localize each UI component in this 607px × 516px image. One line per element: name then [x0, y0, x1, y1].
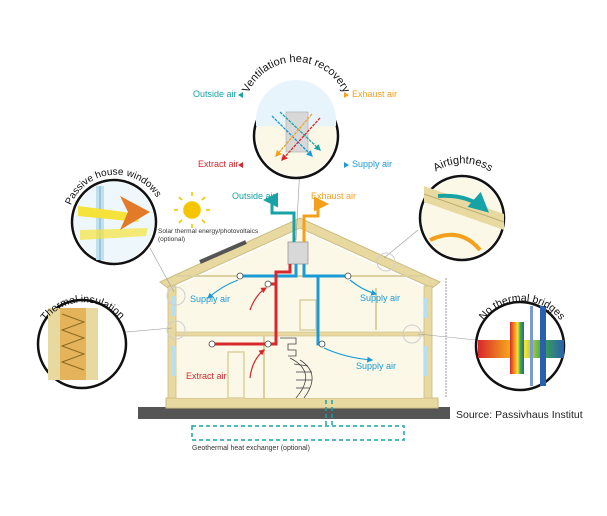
label-roof-outside-air: Outside air — [232, 191, 276, 201]
staircase — [280, 337, 313, 399]
callout-airtightness — [418, 174, 506, 262]
callout-no-thermal-bridges — [474, 300, 566, 392]
label-vent-exhaust-air: Exhaust air — [352, 89, 398, 99]
callout-thermal-insulation — [36, 298, 128, 390]
flow-supply-lower-right — [323, 347, 374, 363]
callout-passive-house-windows — [70, 178, 158, 266]
label-vent-outside-air: Outside air — [193, 89, 237, 99]
ground-line — [138, 407, 450, 419]
flow-supply-upper-left — [207, 279, 239, 299]
label-source: Source: Passivhaus Institut — [456, 409, 583, 421]
flow-extract-upper — [249, 287, 268, 311]
arrow-exhaust-air-icon — [344, 92, 349, 98]
arrow-supply-air-icon — [344, 162, 349, 168]
label-solar: Solar thermal energy/photovoltaics (opti… — [158, 228, 258, 244]
label-supply-air-lower-right: Supply air — [356, 361, 397, 371]
right-window-upper — [424, 298, 428, 318]
arrow-outside-air-icon — [238, 92, 243, 98]
flow-supply-upper-right — [349, 279, 378, 296]
solar-panel-icon — [199, 240, 247, 264]
arrow-extract-air-icon — [238, 162, 243, 168]
duct-extract-air — [212, 264, 292, 346]
left-wall — [167, 285, 177, 399]
vent-markers — [208, 272, 352, 348]
label-vent-supply-air: Supply air — [352, 159, 393, 169]
callout-ventilation-heat-recovery — [252, 80, 340, 180]
left-window-upper — [172, 296, 176, 316]
label-roof-exhaust-air: Exhaust air — [311, 191, 357, 201]
duct-exhaust-air — [302, 196, 329, 242]
duct-outside-air — [263, 192, 296, 242]
left-window-lower — [172, 346, 176, 376]
label-solar-optional: (optional) — [158, 236, 186, 244]
label-solar-main: Solar thermal energy/photovoltaics — [158, 228, 259, 235]
label-supply-air-upper-left: Supply air — [190, 294, 231, 304]
flow-extract-lower — [249, 349, 265, 379]
door-upper — [299, 299, 317, 331]
geothermal-heat-exchanger — [191, 400, 405, 441]
floor-slab — [165, 397, 439, 409]
label-vent-extract-air: Extract air — [198, 159, 239, 169]
title-airtightness: Airtightness — [431, 154, 495, 174]
right-wall — [423, 285, 433, 399]
right-window-lower — [424, 346, 428, 376]
label-supply-air-upper-right: Supply air — [360, 293, 401, 303]
mid-floor — [175, 331, 425, 337]
label-extract-air: Extract air — [186, 371, 227, 381]
detail-markers — [166, 252, 422, 344]
sun-icon — [174, 192, 210, 228]
label-geothermal: Geothermal heat exchanger (optional) — [192, 445, 310, 452]
hrv-unit — [287, 241, 309, 265]
door — [227, 351, 245, 399]
